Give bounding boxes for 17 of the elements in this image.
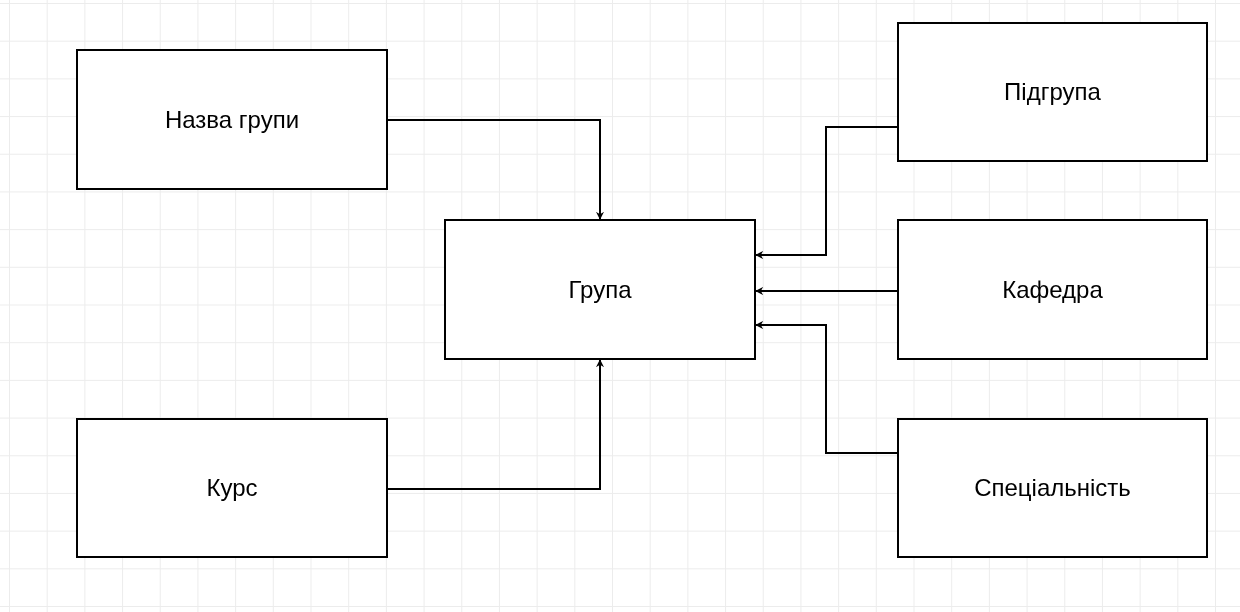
entity-label: Курс (206, 474, 258, 502)
entity-box (897, 219, 1208, 360)
arrow (755, 287, 898, 295)
entity-box (76, 418, 388, 558)
entity-box (76, 49, 388, 190)
entity-label: Група (568, 275, 632, 304)
entity-label: Кафедра (1002, 275, 1103, 304)
arrow (755, 126, 898, 259)
entity-label: Назва групи (164, 105, 300, 134)
entity-box (444, 219, 756, 360)
entity-label: Підгрупа (1004, 78, 1101, 106)
arrow (387, 359, 604, 490)
entity-box (897, 418, 1208, 558)
arrow (387, 119, 604, 220)
arrow (755, 321, 898, 454)
entity-label: Спеціальність (974, 474, 1131, 502)
entity-box (897, 22, 1208, 162)
